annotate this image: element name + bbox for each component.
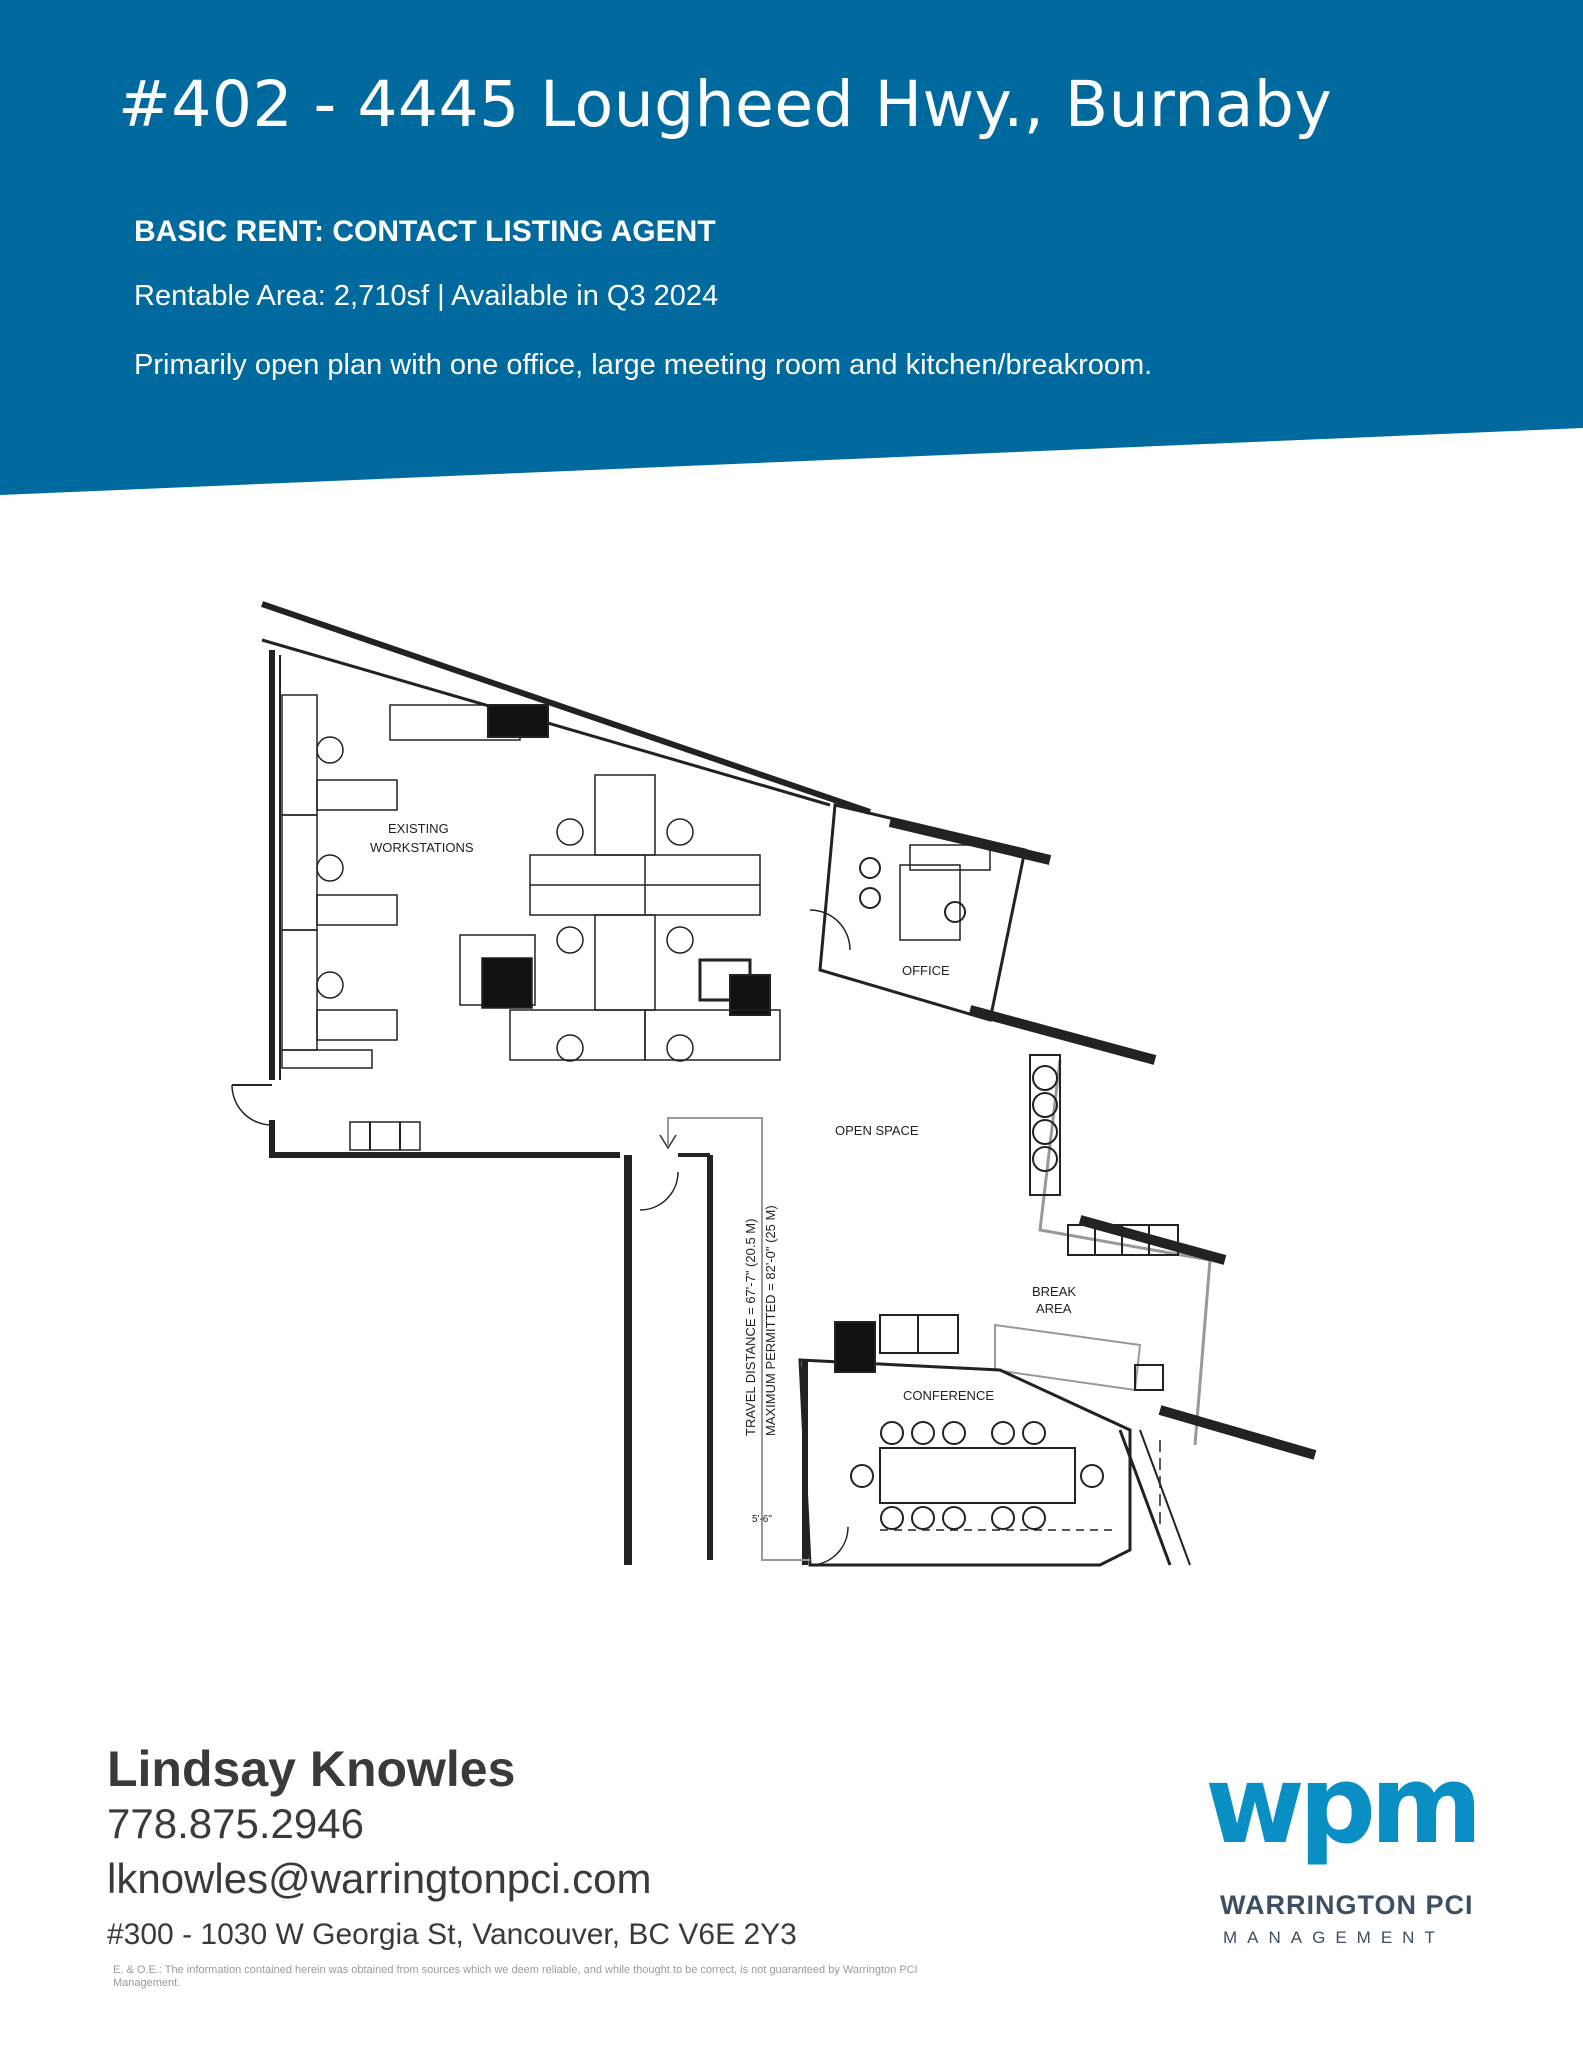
agent-name: Lindsay Knowles	[107, 1741, 516, 1797]
disclaimer-text: E. & O.E.: The information contained her…	[113, 1964, 918, 1989]
agent-phone[interactable]: 778.875.2946	[107, 1800, 364, 1847]
logo-company-name: WARRINGTON PCI	[1220, 1890, 1474, 1920]
floor-plan: EXISTING WORKSTATIONS OFFICE OPEN SPACE …	[231, 601, 1317, 1567]
label-office: OFFICE	[902, 963, 950, 978]
label-door-dimension: 5'-6"	[752, 1514, 772, 1525]
label-break-1: BREAK	[1032, 1284, 1076, 1299]
label-workstations-1: EXISTING	[388, 821, 449, 836]
label-max-permitted: MAXIMUM PERMITTED = 82'-0" (25 M)	[763, 1205, 778, 1436]
space-description: Primarily open plan with one office, lar…	[134, 349, 1153, 381]
agent-address: #300 - 1030 W Georgia St, Vancouver, BC …	[107, 1918, 797, 1951]
agent-email[interactable]: lknowles@warringtonpci.com	[107, 1855, 652, 1902]
logo-tagline: MANAGEMENT	[1223, 1928, 1445, 1947]
label-open-space: OPEN SPACE	[835, 1123, 919, 1138]
header-banner	[0, 0, 1583, 495]
label-workstations-2: WORKSTATIONS	[370, 840, 474, 855]
logo-mark-text: wpm	[1205, 1760, 1477, 1868]
label-break-2: AREA	[1036, 1301, 1072, 1316]
label-travel-distance: TRAVEL DISTANCE = 67'-7" (20.5 M)	[743, 1219, 758, 1436]
label-conference: CONFERENCE	[903, 1388, 994, 1403]
company-logo: wpm WARRINGTON PCI MANAGEMENT	[1205, 1760, 1505, 1960]
rentable-area-text: Rentable Area: 2,710sf | Available in Q3…	[134, 280, 719, 312]
wpm-logo-mark: wpm	[1205, 1760, 1483, 1868]
basic-rent-text: BASIC RENT: CONTACT LISTING AGENT	[134, 215, 716, 248]
page-title: #402 - 4445 Lougheed Hwy., Burnaby	[118, 68, 1333, 141]
